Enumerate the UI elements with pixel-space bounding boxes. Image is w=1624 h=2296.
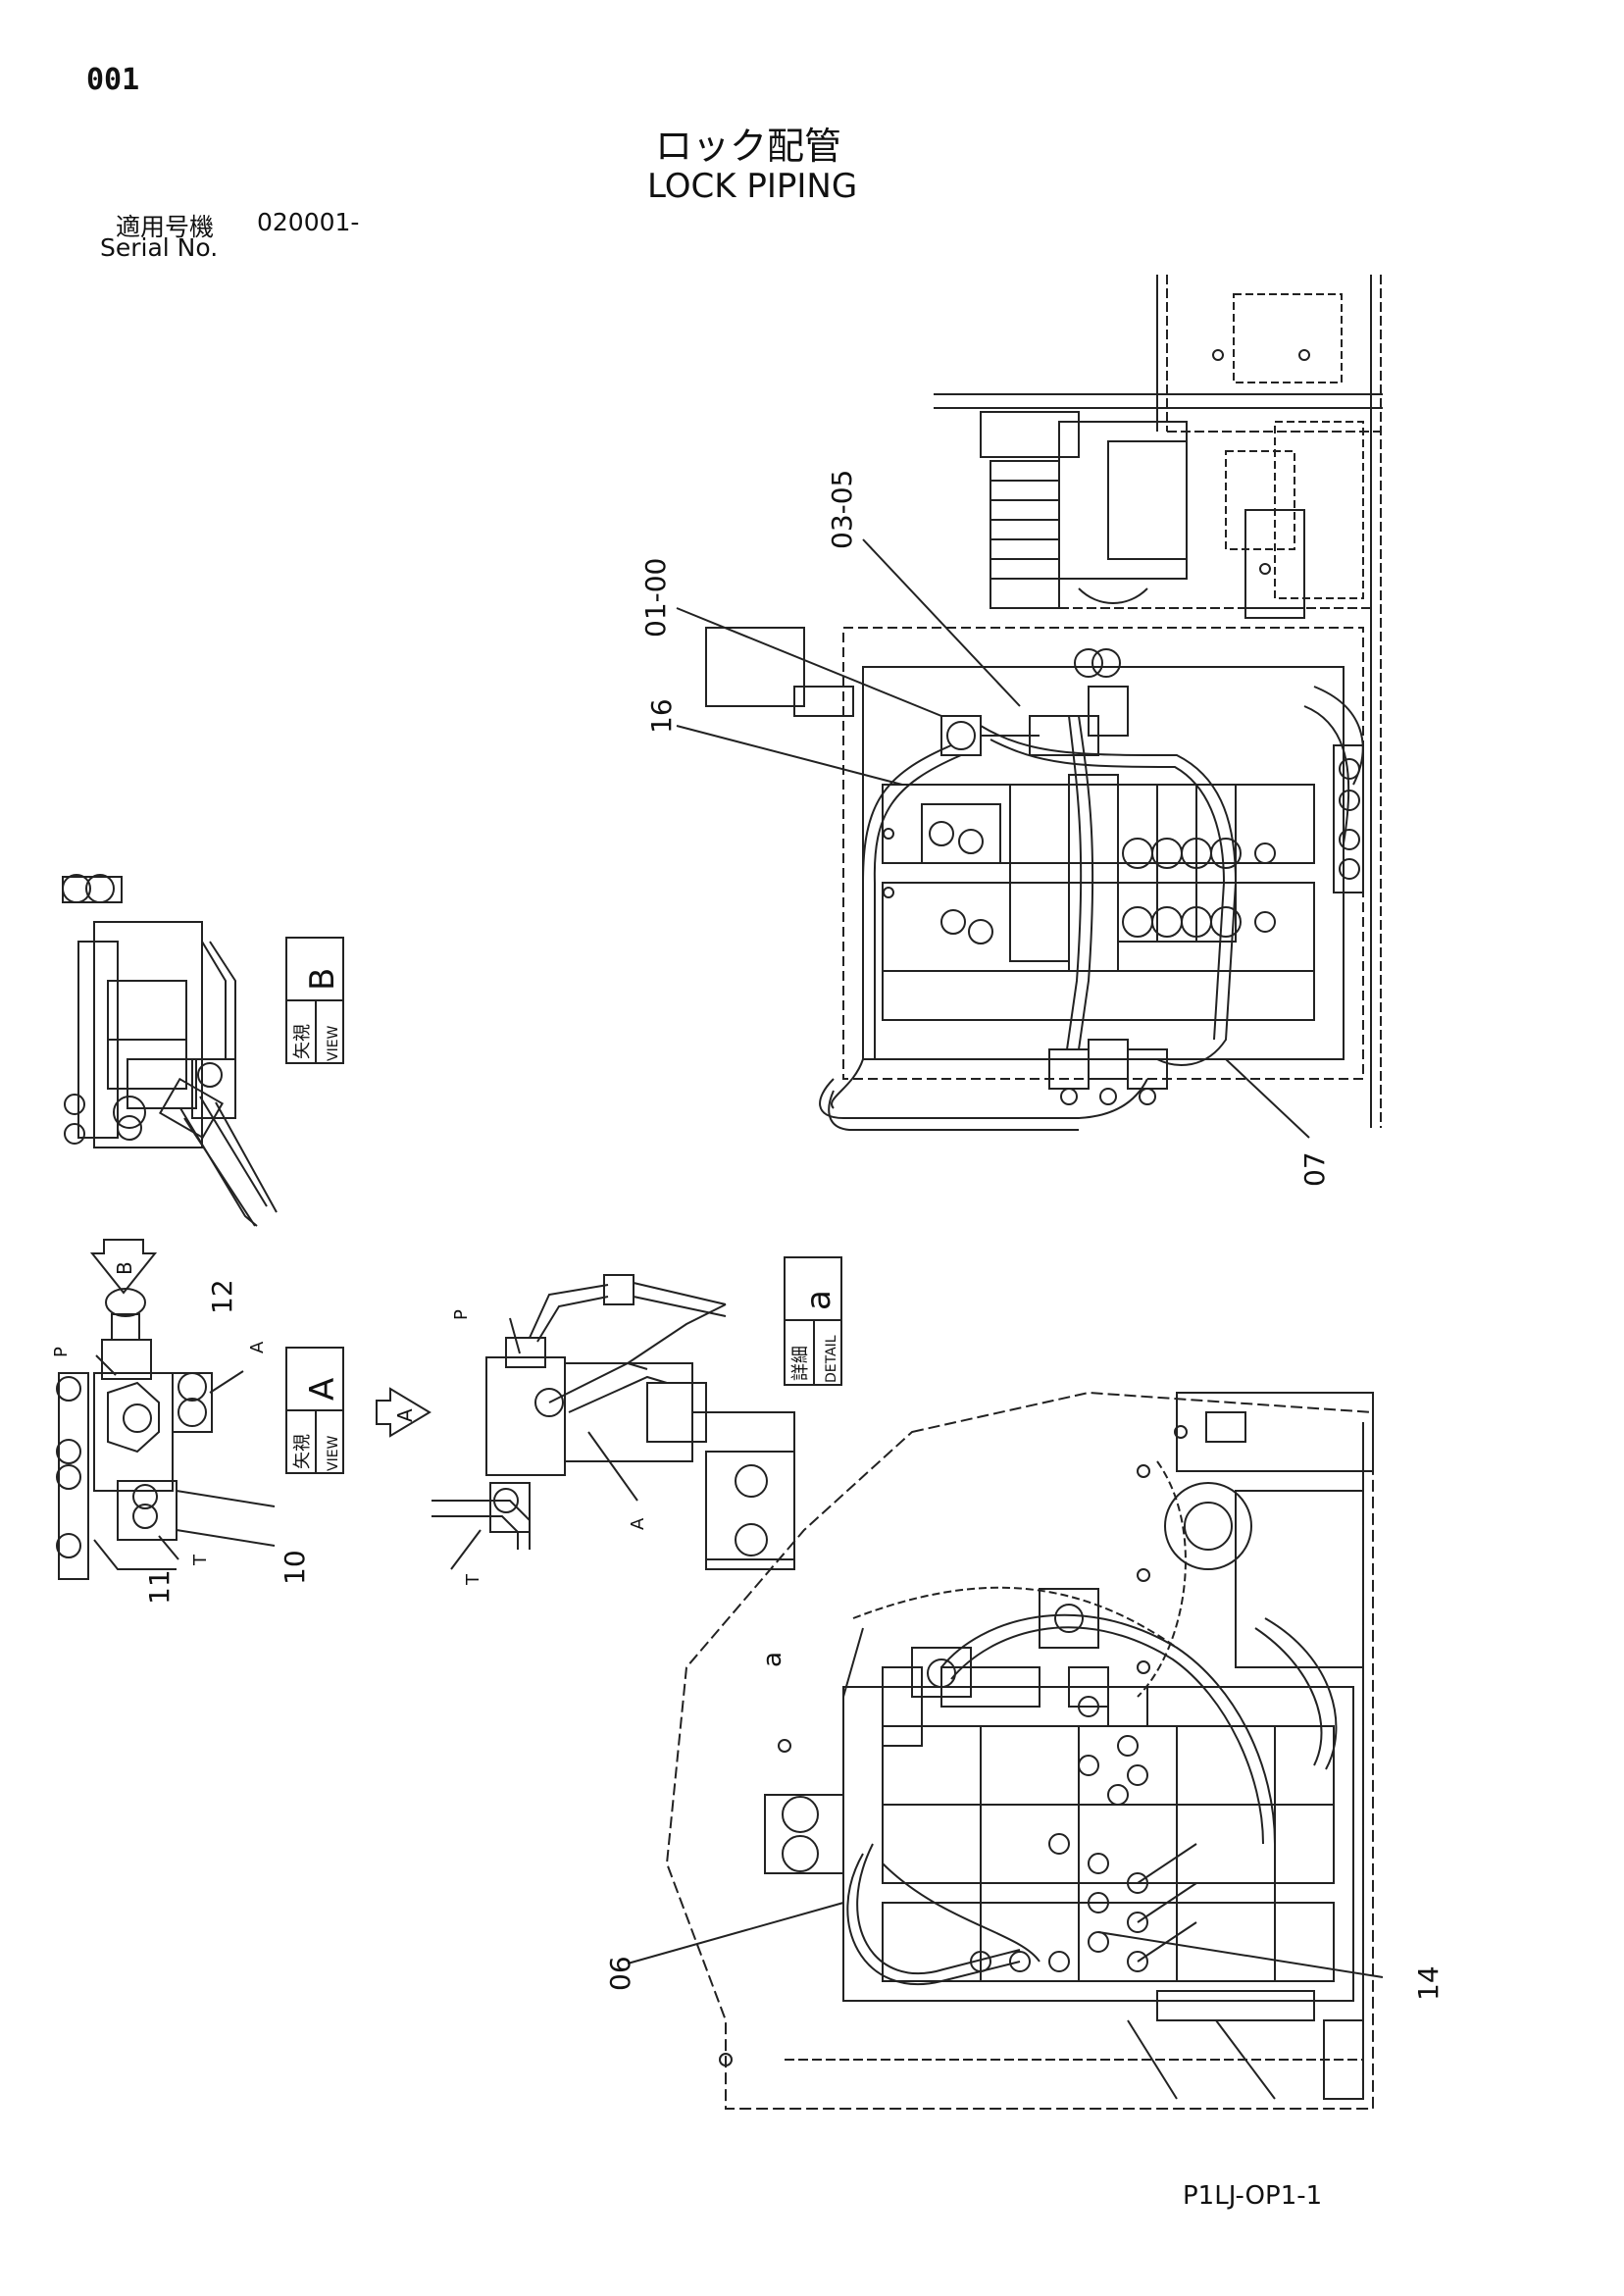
detail-letter: a	[799, 1290, 838, 1310]
lower-assembly-drawing	[627, 1391, 1384, 2110]
view-b-label-box	[285, 937, 344, 1064]
port-t-view-a: T	[190, 1554, 211, 1566]
port-p-view-a: P	[51, 1347, 72, 1357]
view-b-drawing	[62, 874, 278, 1227]
view-a-arrow	[376, 1387, 431, 1438]
view-a-letter: A	[303, 1378, 342, 1401]
arrow-a-letter: A	[393, 1408, 417, 1422]
view-b-en: VIEW	[326, 1025, 341, 1061]
port-p-detail: P	[451, 1309, 472, 1320]
callout-16: 16	[645, 698, 678, 734]
serial-label-english: Serial No.	[100, 233, 219, 262]
callout-07: 07	[1298, 1151, 1331, 1187]
callout-14: 14	[1412, 1965, 1445, 2001]
detail-jp: 詳細	[790, 1346, 811, 1381]
drawing-code: P1LJ-OP1-1	[1183, 2181, 1323, 2211]
detail-marker-a: a	[758, 1652, 787, 1667]
view-b-letter: B	[303, 968, 342, 991]
callout-10: 10	[279, 1550, 311, 1585]
upper-assembly-drawing	[676, 275, 1383, 1139]
callout-01-00: 01-00	[639, 558, 672, 638]
title-japanese: ロック配管	[655, 125, 842, 168]
callout-12: 12	[206, 1279, 238, 1314]
callout-11: 11	[143, 1569, 176, 1605]
view-a-drawing	[56, 1288, 276, 1580]
view-a-jp: 矢視	[292, 1434, 313, 1469]
callout-03-05: 03-05	[826, 470, 858, 549]
port-a-detail: A	[628, 1517, 648, 1530]
view-a-label-box	[285, 1347, 344, 1474]
serial-value: 020001-	[257, 208, 360, 236]
view-b-arrow	[89, 1239, 158, 1295]
title-english: LOCK PIPING	[647, 167, 858, 206]
serial-label-japanese: 適用号機	[116, 213, 215, 241]
port-a-view-a: A	[247, 1341, 268, 1353]
detail-a-label-box	[784, 1256, 842, 1386]
view-b-jp: 矢視	[292, 1024, 313, 1059]
detail-a-drawing	[431, 1274, 795, 1570]
callout-06: 06	[604, 1956, 636, 1991]
arrow-b-letter: B	[113, 1261, 136, 1275]
page-number: 001	[86, 63, 140, 97]
detail-en: DETAIL	[824, 1335, 839, 1383]
view-a-en: VIEW	[326, 1435, 341, 1471]
port-t-detail: T	[463, 1573, 483, 1586]
